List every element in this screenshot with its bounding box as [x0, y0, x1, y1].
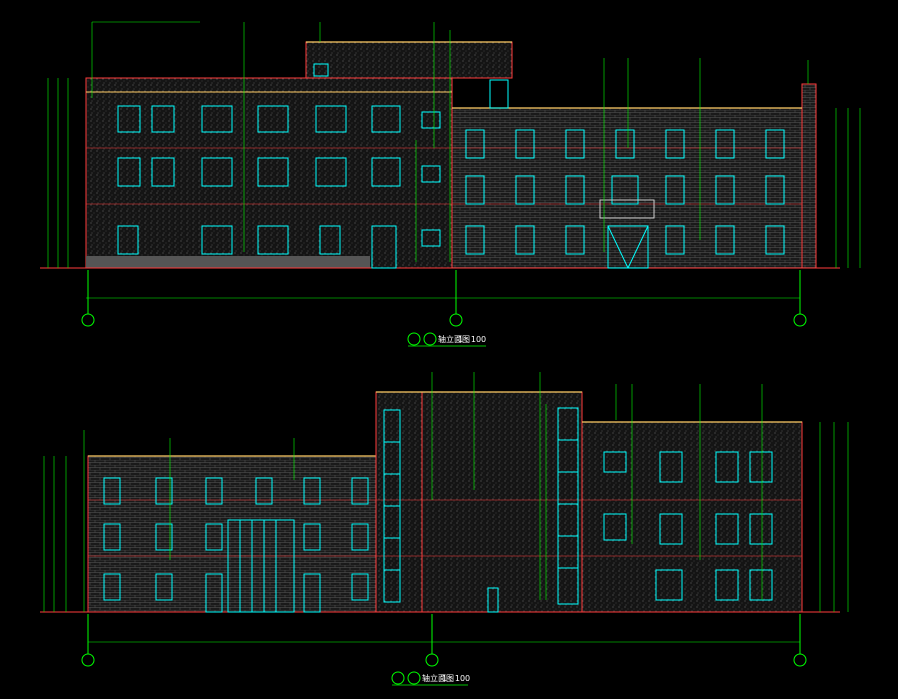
axis-bubble-icon [793, 313, 807, 327]
lower-stair-glazing [383, 407, 579, 613]
lower-dimensions [43, 372, 849, 643]
axis-bubble-icon [793, 653, 807, 667]
lower-axis-bubbles [81, 614, 807, 667]
axis-bubble-icon [425, 653, 439, 667]
lower-stair-block [375, 391, 423, 613]
lower-left-windows [103, 477, 369, 613]
lower-view-title: 轴立面图 1 : 100 [391, 671, 470, 686]
lower-right-block [581, 421, 803, 613]
lower-view-title-text: 轴立面图 [422, 673, 454, 683]
upper-dimensions [47, 21, 861, 299]
upper-axis-bubbles [81, 270, 807, 327]
upper-left-block [85, 77, 453, 269]
upper-elevation: 轴立面图 1 : 100 [40, 21, 861, 347]
upper-chimney [801, 83, 817, 269]
upper-stair-tower [305, 41, 513, 79]
upper-view-title: 轴立面图 1 : 100 [407, 332, 486, 347]
axis-bubble-icon [81, 653, 95, 667]
axis-bubble-icon [449, 313, 463, 327]
lower-left-block [87, 455, 377, 613]
upper-right-block [451, 107, 803, 269]
upper-right-windows [465, 129, 785, 269]
lower-view-scale: 1 : 100 [442, 674, 470, 683]
axis-bubble-icon [81, 313, 95, 327]
lower-right-windows [603, 451, 773, 601]
upper-view-title-text: 轴立面图 [438, 334, 470, 344]
upper-view-scale: 1 : 100 [458, 335, 486, 344]
lower-elevation: 轴立面图 1 : 100 [40, 372, 849, 686]
lower-center-block [421, 391, 583, 613]
upper-left-windows [117, 63, 509, 269]
